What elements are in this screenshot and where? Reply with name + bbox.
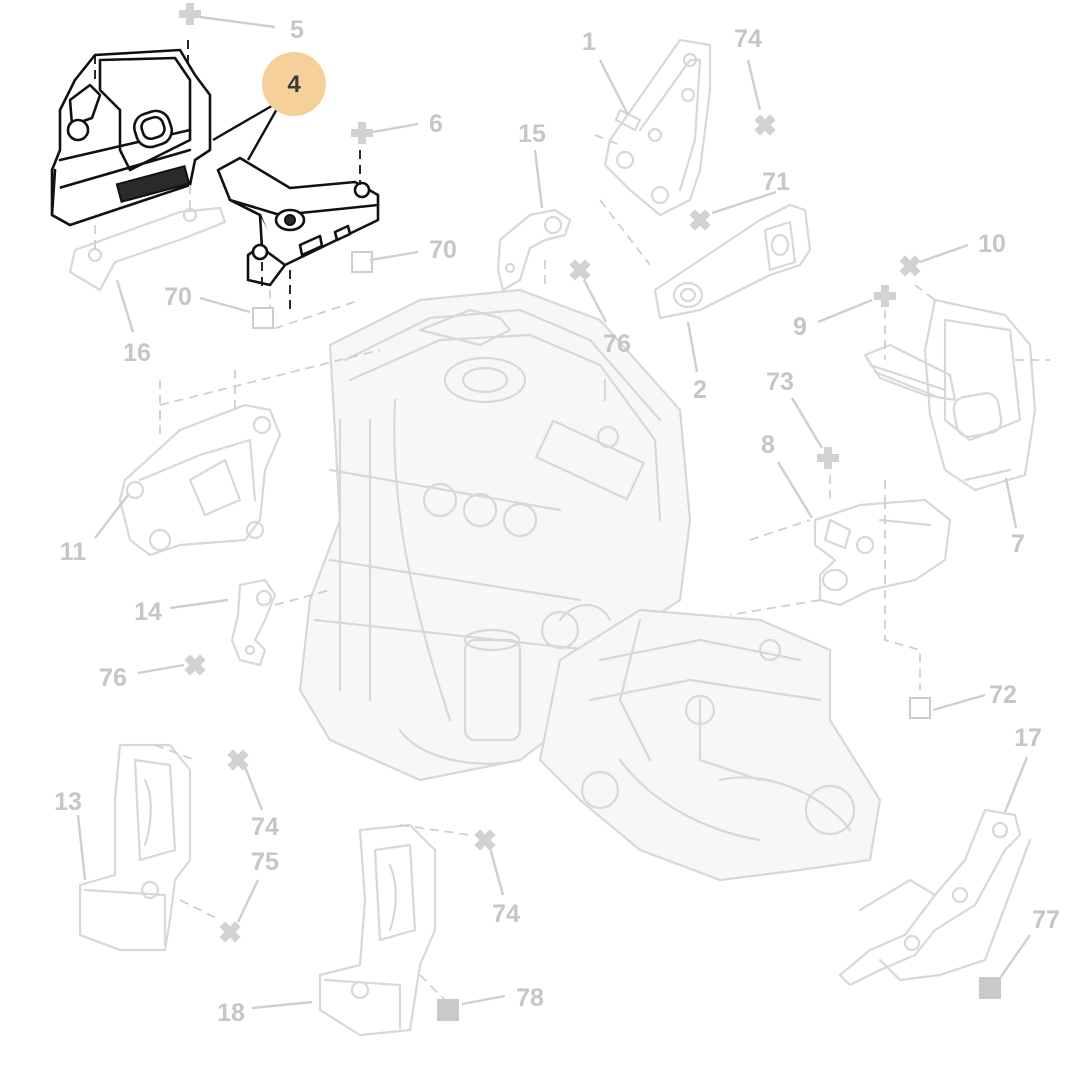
callout-14[interactable]: 14 bbox=[134, 598, 162, 626]
callout-77[interactable]: 77 bbox=[1032, 906, 1060, 934]
callout-70-left[interactable]: 70 bbox=[164, 283, 192, 311]
callout-labels: 4 5 6 70 70 16 1 74 71 15 76 2 10 9 73 8… bbox=[54, 16, 1060, 1027]
callout-5[interactable]: 5 bbox=[290, 16, 304, 44]
callout-73[interactable]: 73 bbox=[766, 368, 794, 396]
washer-square-symbols bbox=[252, 251, 1001, 1021]
callout-11[interactable]: 11 bbox=[60, 538, 87, 566]
part-1-bracket bbox=[594, 38, 712, 266]
part-4-bracket bbox=[216, 156, 380, 287]
part-11-bracket bbox=[118, 370, 282, 557]
part-4-highlight-circle bbox=[262, 52, 326, 116]
callout-6[interactable]: 6 bbox=[429, 110, 443, 138]
callout-71[interactable]: 71 bbox=[762, 168, 790, 196]
callout-13[interactable]: 13 bbox=[54, 788, 82, 816]
part-14-clip bbox=[230, 578, 277, 667]
part-2-torque-link bbox=[653, 203, 812, 320]
callout-70-right[interactable]: 70 bbox=[429, 236, 457, 264]
callout-75[interactable]: 75 bbox=[251, 848, 279, 876]
callout-74-top[interactable]: 74 bbox=[734, 25, 762, 53]
bolt-plus-symbols bbox=[179, 3, 896, 469]
nut-x-symbols bbox=[184, 114, 921, 943]
callout-7[interactable]: 7 bbox=[1011, 530, 1025, 558]
callout-10[interactable]: 10 bbox=[978, 230, 1006, 258]
part-15-bracket bbox=[496, 208, 572, 292]
part-8-mount bbox=[813, 460, 952, 607]
callout-2[interactable]: 2 bbox=[693, 376, 707, 404]
part-9-shield bbox=[863, 284, 957, 402]
callout-74-left[interactable]: 74 bbox=[251, 813, 279, 841]
callout-74-bottom[interactable]: 74 bbox=[492, 900, 520, 928]
part-4-dashed-guides bbox=[94, 40, 361, 315]
callout-15[interactable]: 15 bbox=[518, 120, 546, 148]
callout-9[interactable]: 9 bbox=[793, 313, 807, 341]
part-13-bracket bbox=[78, 743, 221, 952]
part-17-plate bbox=[838, 808, 1032, 987]
part-16-plate bbox=[68, 185, 227, 292]
callout-16[interactable]: 16 bbox=[123, 339, 151, 367]
callout-76-top[interactable]: 76 bbox=[603, 330, 631, 358]
dashed-guide-lines bbox=[159, 260, 921, 690]
part-7-cover bbox=[923, 298, 1050, 492]
part-18-bracket bbox=[318, 823, 471, 1037]
gearbox-drawing bbox=[538, 608, 882, 882]
part-4-leader-lines bbox=[212, 98, 284, 161]
callout-4[interactable]: 4 bbox=[287, 71, 301, 98]
callout-76-left[interactable]: 76 bbox=[99, 664, 127, 692]
callout-78[interactable]: 78 bbox=[516, 984, 544, 1012]
callout-17[interactable]: 17 bbox=[1014, 724, 1042, 752]
callout-8[interactable]: 8 bbox=[761, 431, 775, 459]
part-4-large-cover bbox=[50, 48, 212, 227]
leader-lines bbox=[76, 15, 1031, 1010]
callout-1[interactable]: 1 bbox=[582, 28, 596, 56]
callout-18[interactable]: 18 bbox=[217, 999, 245, 1027]
callout-72[interactable]: 72 bbox=[989, 681, 1017, 709]
